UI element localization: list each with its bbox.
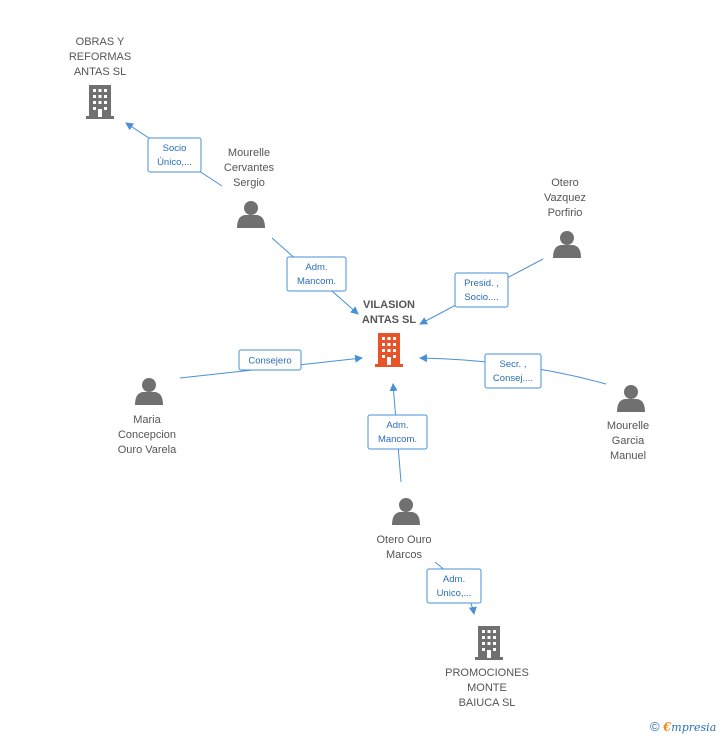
node-label-line: ANTAS SL (74, 66, 126, 78)
edge-label-line: Presid. , (464, 278, 499, 289)
edge-label-box (286, 256, 347, 292)
node-otero-ouro-marcos[interactable]: Otero Ouro Marcos (376, 498, 432, 561)
edge-label-line: Mancom. (297, 276, 336, 287)
edge-label-presid-socio[interactable]: Presid. , Socio.... (454, 272, 509, 308)
node-label-line: MONTE (467, 682, 507, 694)
edge-label-secr-consej[interactable]: Secr. , Consej.... (484, 353, 542, 389)
edge-label-adm-mancom-1[interactable]: Adm. Mancom. (286, 256, 347, 292)
person-icon (392, 498, 420, 525)
edge-label-line: Consej.... (493, 373, 533, 384)
node-label-line: VILASION (363, 299, 415, 311)
edge-label-line: Adm. (443, 574, 465, 585)
edge-label-adm-mancom-2[interactable]: Adm. Mancom. (367, 414, 428, 450)
edge-label-box (484, 353, 542, 389)
edge-label-line: Adm. (305, 262, 327, 273)
edge-label-line: Secr. , (500, 359, 527, 370)
node-vilasion-antas[interactable]: VILASION ANTAS SL (362, 299, 416, 367)
node-obras-y-reformas-antas[interactable]: OBRAS Y REFORMAS ANTAS SL (69, 36, 131, 119)
empresia-footer: © €mpresia (650, 719, 716, 734)
node-label-line: BAIUCA SL (459, 697, 516, 709)
node-label-line: Otero (551, 177, 579, 189)
edge-label-line: Unico,... (437, 588, 472, 599)
node-label-line: Maria (133, 414, 161, 426)
node-label-line: REFORMAS (69, 51, 131, 63)
edge-label-box (238, 349, 302, 371)
edge-label-line: Socio (163, 143, 187, 154)
node-label-line: Concepcion (118, 429, 176, 441)
building-icon (86, 85, 114, 119)
node-otero-vazquez-porfirio[interactable]: Otero Vazquez Porfirio (544, 177, 586, 258)
empresia-logo-text: mpresia (671, 721, 717, 734)
node-maria-concepcion-ouro-varela[interactable]: Maria Concepcion Ouro Varela (118, 378, 177, 456)
node-promociones-monte-baiuca[interactable]: PROMOCIONES MONTE BAIUCA SL (445, 626, 529, 709)
edge-label-box (367, 414, 428, 450)
building-icon (375, 333, 403, 367)
node-mourelle-cervantes-sergio[interactable]: Mourelle Cervantes Sergio (224, 147, 275, 228)
node-label-line: Mourelle (228, 147, 270, 159)
edge-label-line: Único,... (157, 157, 192, 168)
node-label-line: Otero Ouro (376, 534, 431, 546)
empresia-logo-initial: € (662, 720, 672, 734)
edge-label-box (426, 568, 482, 604)
node-label-line: OBRAS Y (76, 36, 125, 48)
node-label-line: Vazquez (544, 192, 586, 204)
copyright-icon: © (650, 719, 660, 734)
node-mourelle-garcia-manuel[interactable]: Mourelle Garcia Manuel (607, 385, 649, 462)
node-label-line: Porfirio (548, 207, 583, 219)
node-label-line: PROMOCIONES (445, 667, 529, 679)
edge-label-line: Socio.... (464, 292, 498, 303)
node-label-line: Garcia (612, 435, 645, 447)
edge-label-line: Adm. (386, 420, 408, 431)
person-icon (617, 385, 645, 412)
edge-label-box (454, 272, 509, 308)
node-label-line: Sergio (233, 177, 265, 189)
building-icon (475, 626, 503, 660)
node-label-line: Manuel (610, 450, 646, 462)
edge-label-socio-unico[interactable]: Socio Único,... (147, 137, 202, 173)
node-label-line: Mourelle (607, 420, 649, 432)
edge-label-consejero[interactable]: Consejero (238, 349, 302, 371)
node-label-line: Ouro Varela (118, 444, 177, 456)
person-icon (553, 231, 581, 258)
edge-label-line: Consejero (248, 356, 291, 367)
person-icon (135, 378, 163, 405)
node-label-line: Cervantes (224, 162, 275, 174)
node-label-line: ANTAS SL (362, 314, 416, 326)
edge-label-adm-unico[interactable]: Adm. Unico,... (426, 568, 482, 604)
person-icon (237, 201, 265, 228)
edge-label-line: Mancom. (378, 434, 417, 445)
node-label-line: Marcos (386, 549, 423, 561)
edge-label-box (147, 137, 202, 173)
